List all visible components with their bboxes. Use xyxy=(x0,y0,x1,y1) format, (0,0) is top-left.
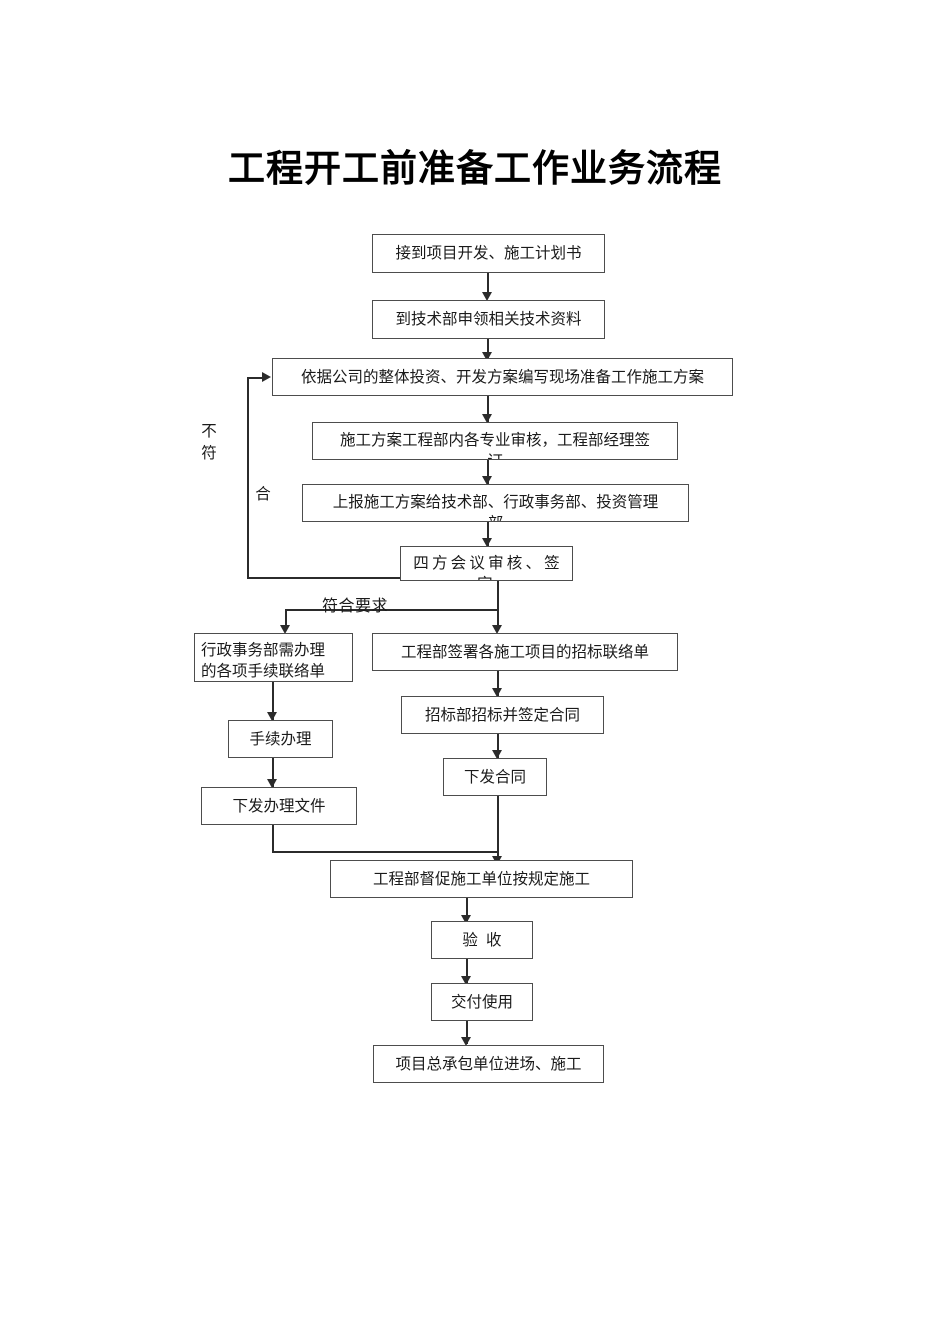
edge-label-not-compliant: 不 符 xyxy=(201,422,217,462)
merge-line-horizontal xyxy=(272,851,497,853)
arrowhead-n7-n9 xyxy=(267,712,277,721)
flow-node-label: 依据公司的整体投资、开发方案编写现场准备工作施工方案 xyxy=(300,367,704,386)
split-line-horizontal xyxy=(285,609,499,611)
edge-label-meets-requirements: 符合要求 xyxy=(322,596,389,615)
arrowhead-n3-n4 xyxy=(482,414,492,423)
arrowhead-split-n7 xyxy=(280,625,290,634)
arrowhead-split-n8 xyxy=(492,625,502,634)
flow-node-label: 接到项目开发、施工计划书 xyxy=(395,244,582,262)
arrowhead-n2-n3 xyxy=(482,352,492,361)
connector-n13-n14 xyxy=(466,898,468,922)
arrowhead-n5-n6 xyxy=(482,538,492,547)
connector-n4-n5 xyxy=(487,460,489,484)
arrowhead-n13-n14 xyxy=(461,915,471,924)
feedback-line-vertical xyxy=(247,378,249,578)
edge-label-compliant: 合 xyxy=(255,485,271,503)
flow-node-process-procedures[interactable]: 手续办理 xyxy=(228,720,333,758)
flow-node-label: 下发办理文件 xyxy=(232,796,326,815)
flow-node-label: 工程部督促施工单位按规定施工 xyxy=(372,869,590,888)
arrowhead-n10-n12 xyxy=(492,750,502,759)
arrowhead-n4-n5 xyxy=(482,476,492,485)
flow-node-label: 上报施工方案给技术部、行政事务部、投资管理 部 xyxy=(332,493,659,521)
connector-split-n7 xyxy=(285,609,287,630)
connector-n3-n4 xyxy=(487,396,489,422)
connector-n9-n11 xyxy=(272,758,274,787)
flow-node-supervise-construction[interactable]: 工程部督促施工单位按规定施工 xyxy=(330,860,633,898)
flow-node-label: 交付使用 xyxy=(450,992,513,1011)
connector-n5-n6 xyxy=(487,522,489,547)
flow-node-label: 验 收 xyxy=(462,930,504,949)
flow-node-general-contractor-entry[interactable]: 项目总承包单位进场、施工 xyxy=(373,1045,604,1083)
connector-n15-n16 xyxy=(466,1021,468,1044)
flow-node-submit-plan[interactable]: 上报施工方案给技术部、行政事务部、投资管理 部 xyxy=(302,484,689,522)
flow-node-label: 施工方案工程部内各专业审核，工程部经理签 订 xyxy=(339,431,650,459)
flow-node-issue-contract[interactable]: 下发合同 xyxy=(443,758,547,796)
flow-node-receive-plan[interactable]: 接到项目开发、施工计划书 xyxy=(372,234,605,273)
feedback-line-horizontal xyxy=(247,577,400,579)
flow-node-internal-review[interactable]: 施工方案工程部内各专业审核，工程部经理签 订 xyxy=(312,422,678,460)
connector-n6-split xyxy=(497,581,499,610)
flow-node-label: 工程部签署各施工项目的招标联络单 xyxy=(400,642,649,661)
flow-node-write-site-plan[interactable]: 依据公司的整体投资、开发方案编写现场准备工作施工方案 xyxy=(272,358,733,396)
page-title: 工程开工前准备工作业务流程 xyxy=(228,146,722,190)
flow-node-handover[interactable]: 交付使用 xyxy=(431,983,533,1021)
arrowhead-n9-n11 xyxy=(267,779,277,788)
flow-node-admin-procedures-form[interactable]: 行政事务部需办理 的各项手续联络单 xyxy=(194,633,353,682)
flow-node-label: 项目总承包单位进场、施工 xyxy=(395,1054,582,1073)
flow-node-label: 招标部招标并签定合同 xyxy=(424,705,580,724)
connector-n2-n3 xyxy=(487,339,489,361)
merge-line-right-vertical xyxy=(497,796,499,866)
connector-n10-n12 xyxy=(497,734,499,758)
flow-node-issue-documents[interactable]: 下发办理文件 xyxy=(201,787,357,825)
flow-node-acceptance[interactable]: 验 收 xyxy=(431,921,533,959)
arrowhead-n8-n10 xyxy=(492,688,502,697)
flow-node-label: 手续办理 xyxy=(249,729,312,748)
flow-node-four-party-meeting[interactable]: 四方会议审核、签 字 xyxy=(400,546,573,581)
flow-node-sign-tender-form[interactable]: 工程部签署各施工项目的招标联络单 xyxy=(372,633,678,671)
arrowhead-feedback-n3 xyxy=(262,372,271,382)
flow-node-get-tech-docs[interactable]: 到技术部申领相关技术资料 xyxy=(372,300,605,339)
flow-node-label: 行政事务部需办理 的各项手续联络单 xyxy=(201,641,326,680)
connector-n14-n15 xyxy=(466,959,468,983)
connector-n1-n2 xyxy=(487,273,489,295)
flow-node-label: 四方会议审核、签 字 xyxy=(413,554,563,580)
connector-n8-n10 xyxy=(497,671,499,696)
arrowhead-n14-n15 xyxy=(461,976,471,985)
flow-node-tender-and-contract[interactable]: 招标部招标并签定合同 xyxy=(401,696,604,734)
merge-line-left-vertical xyxy=(272,825,274,852)
connector-n7-n9 xyxy=(272,682,274,721)
arrowhead-n1-n2 xyxy=(482,292,492,301)
flow-node-label: 下发合同 xyxy=(463,767,526,786)
connector-split-n8 xyxy=(497,609,499,630)
flow-node-label: 到技术部申领相关技术资料 xyxy=(395,310,582,328)
feedback-line-into-node3 xyxy=(247,377,263,379)
arrowhead-n15-n16 xyxy=(461,1037,471,1046)
